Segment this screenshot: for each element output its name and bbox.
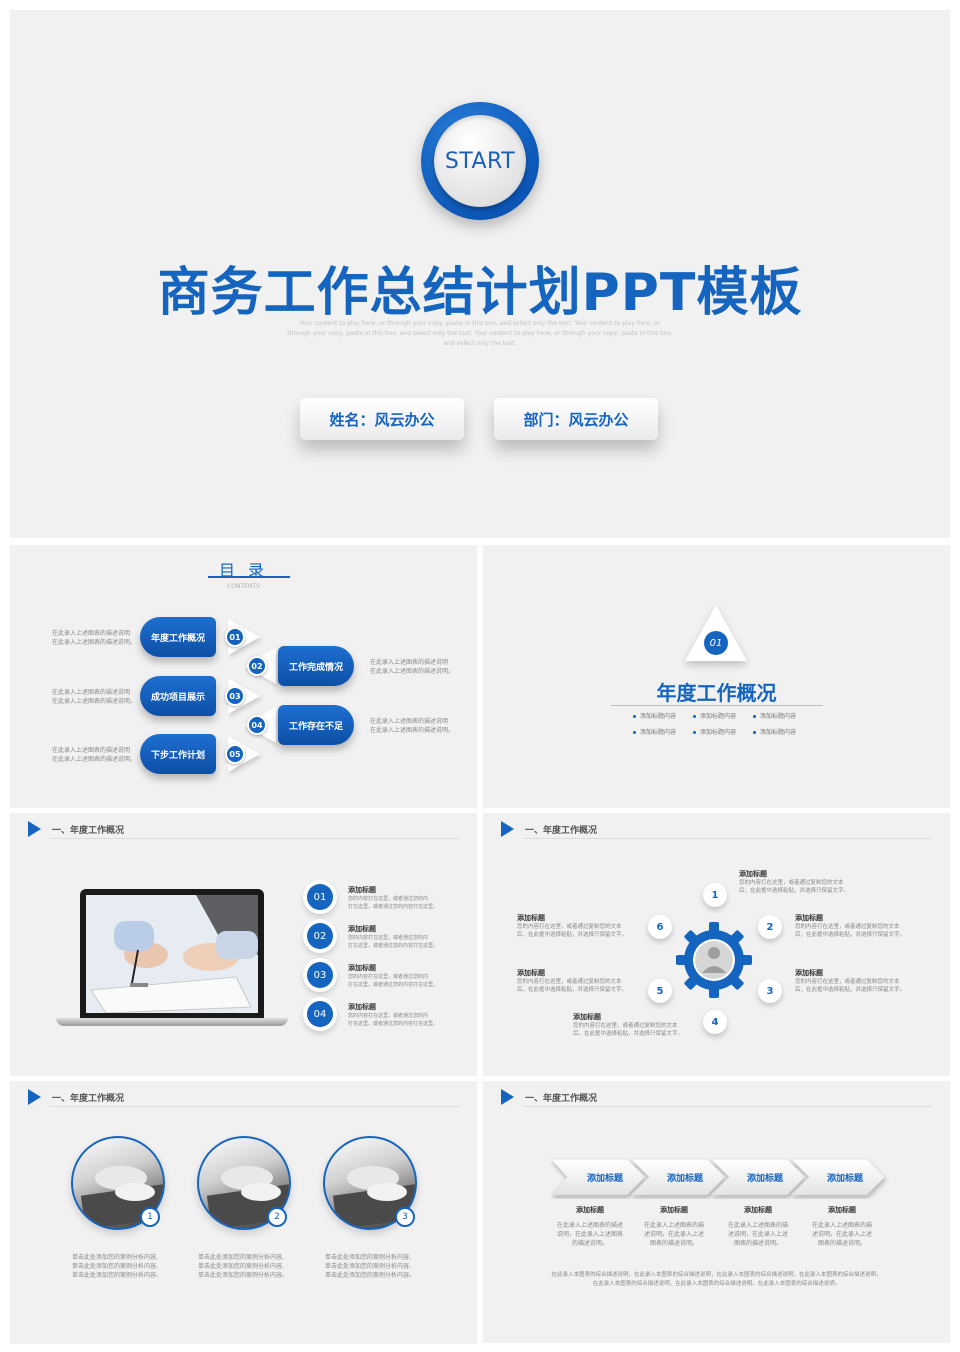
subtitle-line: and select only the text. — [443, 340, 517, 347]
list-number: 03 — [307, 962, 333, 988]
toc-number: 04 — [247, 715, 267, 735]
toc-number: 05 — [225, 744, 245, 764]
case-photo — [71, 1136, 165, 1230]
gear-person-icon — [676, 922, 752, 998]
case-number: 3 — [395, 1207, 415, 1227]
main-title: 商务工作总结计划PPT模板 — [157, 263, 803, 323]
section-divider — [611, 705, 823, 706]
section-number: 01 — [704, 631, 728, 655]
process-col: 添加标题 在此录入上述图表的描述说明，在此录入上述图表的描述说明。 — [556, 1206, 623, 1247]
process-col: 添加标题 在此录入上述图表的描述说明，在此录入上述图表的描述说明。 — [727, 1206, 788, 1247]
process-col: 添加标题 在此录入上述图表的描述说明，在此录入上述图表的描述说明。 — [811, 1206, 872, 1247]
case-number: 1 — [140, 1207, 160, 1227]
toc-desc: 在此录入上述图表的描述说明在此录入上述图表的描述说明。 — [52, 630, 137, 646]
dept-pill: 部门：风云办公 — [494, 398, 658, 440]
list-item: 添加标题 您的内容打在这里，或者通过您的内打在这里，或者通过您的内容打在这里。 — [348, 886, 439, 910]
gear-text-6: 添加标题 您的内容打在这里，或者通过复制您的文本后，在此框中选择粘贴，并选择只保… — [517, 914, 628, 938]
gear-node: 2 — [758, 915, 782, 939]
header-label: 一、年度工作概况 — [52, 826, 125, 836]
process-step-4[interactable]: 添加标题 — [826, 1173, 863, 1184]
slide-section-1: 01 年度工作概况 添加标题内容 添加标题内容 添加标题内容 添加标题内容 添加… — [483, 545, 950, 808]
toc-desc: 在此录入上述图表的描述说明在此录入上述图表的描述说明。 — [370, 659, 455, 675]
list-item: 添加标题 您的内容打在这里，或者通过您的内打在这里，或者通过您的内容打在这里。 — [348, 925, 439, 949]
slide-gear: 一、年度工作概况 1 2 3 4 5 6 添加标题 您的内容打在这里，或者通过复… — [483, 813, 950, 1076]
gear-node: 1 — [703, 883, 727, 907]
section-item: 添加标题内容 — [693, 711, 736, 720]
gear-text-3: 添加标题 您的内容打在这里，或者通过复制您的文本后，在此框中选择粘贴，并选择只保… — [795, 969, 906, 993]
gear-text-4: 添加标题 您的内容打在这里，或者通过复制您的文本后，在此框中选择粘贴，并选择只保… — [573, 1013, 684, 1037]
section-item: 添加标题内容 — [693, 727, 736, 736]
section-item: 添加标题内容 — [753, 711, 796, 720]
header-triangle-icon — [501, 821, 514, 837]
laptop-base — [56, 1018, 288, 1026]
slide-contents: 目 录 CONTENTS 在此录入上述图表的描述说明在此录入上述图表的描述说明。… — [10, 545, 477, 808]
toc-number: 03 — [225, 686, 245, 706]
header-triangle-icon — [501, 1089, 514, 1105]
process-col: 添加标题 在此录入上述图表的描述说明，在此录入上述图表的描述说明。 — [643, 1206, 704, 1247]
toc-number: 02 — [247, 656, 267, 676]
header-divider — [50, 1106, 459, 1107]
slide-cases: 一、年度工作概况 1 2 3 单击此处添加您的案例分析内容,单击此处添加您的案例… — [10, 1081, 477, 1344]
header-divider — [523, 838, 932, 839]
toc-desc: 在此录入上述图表的描述说明在此录入上述图表的描述说明。 — [52, 689, 137, 705]
slide-process: 一、年度工作概况 添加标题 添加标题 添加标题 添加标题 添加标题 在此录入上述… — [483, 1081, 950, 1343]
header-triangle-icon — [28, 1089, 41, 1105]
slide-laptop: 一、年度工作概况 01 添加标题 您的内容打在这里，或者通过您的内打在这里，或者… — [10, 813, 477, 1076]
contents-title: 目 录 — [218, 561, 269, 580]
header-label: 一、年度工作概况 — [525, 1094, 598, 1104]
slide-cover: START 商务工作总结计划PPT模板 Your content to play… — [10, 10, 950, 538]
toc-item-2[interactable]: 工作完成情况 — [278, 646, 354, 686]
gear-text-1: 添加标题 您的内容打在这里，或者通过复制您的文本后，在此框中选择粘贴，并选择只保… — [739, 870, 850, 894]
start-circle[interactable]: START — [421, 102, 539, 220]
start-label: START — [434, 115, 526, 207]
contents-underline — [208, 576, 290, 578]
gear-text-5: 添加标题 您的内容打在这里，或者通过复制您的文本后，在此框中选择粘贴，并选择只保… — [517, 969, 628, 993]
toc-number: 01 — [225, 627, 245, 647]
toc-item-4[interactable]: 工作存在不足 — [278, 705, 354, 745]
section-item: 添加标题内容 — [753, 727, 796, 736]
process-footer: 在此录入本图表的综合描述说明，在此录入本图表的综合描述说明，在此录入本图表的综合… — [551, 1272, 882, 1287]
gear-node: 5 — [648, 979, 672, 1003]
list-number: 04 — [307, 1001, 333, 1027]
process-step-1[interactable]: 添加标题 — [586, 1173, 623, 1184]
gear-node: 4 — [703, 1010, 727, 1034]
list-item: 添加标题 您的内容打在这里，或者通过您的内打在这里，或者通过您的内容打在这里。 — [348, 964, 439, 988]
name-pill: 姓名：风云办公 — [300, 398, 464, 440]
header-triangle-icon — [28, 821, 41, 837]
toc-item-3[interactable]: 成功项目展示 — [140, 676, 216, 716]
section-item: 添加标题内容 — [633, 711, 676, 720]
gear-node: 6 — [648, 915, 672, 939]
process-chevrons — [550, 1158, 886, 1196]
gear-text-2: 添加标题 您的内容打在这里，或者通过复制您的文本后，在此框中选择粘贴，并选择只保… — [795, 914, 906, 938]
header-divider — [523, 1106, 932, 1107]
toc-desc: 在此录入上述图表的描述说明在此录入上述图表的描述说明。 — [370, 718, 455, 734]
header-divider — [50, 838, 459, 839]
case-photo — [197, 1136, 291, 1230]
contents-subtitle: CONTENTS — [227, 583, 260, 590]
case-desc: 单击此处添加您的案例分析内容,单击此处添加您的案例分析内容,单击此处添加您的案例… — [198, 1254, 289, 1279]
laptop-image — [80, 889, 264, 1019]
case-desc: 单击此处添加您的案例分析内容,单击此处添加您的案例分析内容,单击此处添加您的案例… — [72, 1254, 163, 1279]
gear-node: 3 — [758, 979, 782, 1003]
process-step-2[interactable]: 添加标题 — [666, 1173, 703, 1184]
subtitle-line: through your copy, paste in this box, an… — [287, 330, 673, 337]
toc-item-5[interactable]: 下步工作计划 — [140, 734, 216, 774]
header-label: 一、年度工作概况 — [52, 1094, 125, 1104]
list-number: 02 — [307, 923, 333, 949]
toc-desc: 在此录入上述图表的描述说明在此录入上述图表的描述说明。 — [52, 747, 137, 763]
case-number: 2 — [267, 1207, 287, 1227]
case-desc: 单击此处添加您的案例分析内容,单击此处添加您的案例分析内容,单击此处添加您的案例… — [325, 1254, 416, 1279]
section-item: 添加标题内容 — [633, 727, 676, 736]
list-item: 添加标题 您的内容打在这里，或者通过您的内打在这里，或者通过您的内容打在这里。 — [348, 1003, 439, 1027]
section-triangle: 01 — [685, 605, 747, 663]
header-label: 一、年度工作概况 — [525, 826, 598, 836]
subtitle-line: Your content to play here, or through yo… — [299, 320, 661, 327]
process-step-3[interactable]: 添加标题 — [746, 1173, 783, 1184]
section-title: 年度工作概况 — [656, 681, 777, 705]
toc-item-1[interactable]: 年度工作概况 — [140, 617, 216, 657]
list-number: 01 — [307, 884, 333, 910]
